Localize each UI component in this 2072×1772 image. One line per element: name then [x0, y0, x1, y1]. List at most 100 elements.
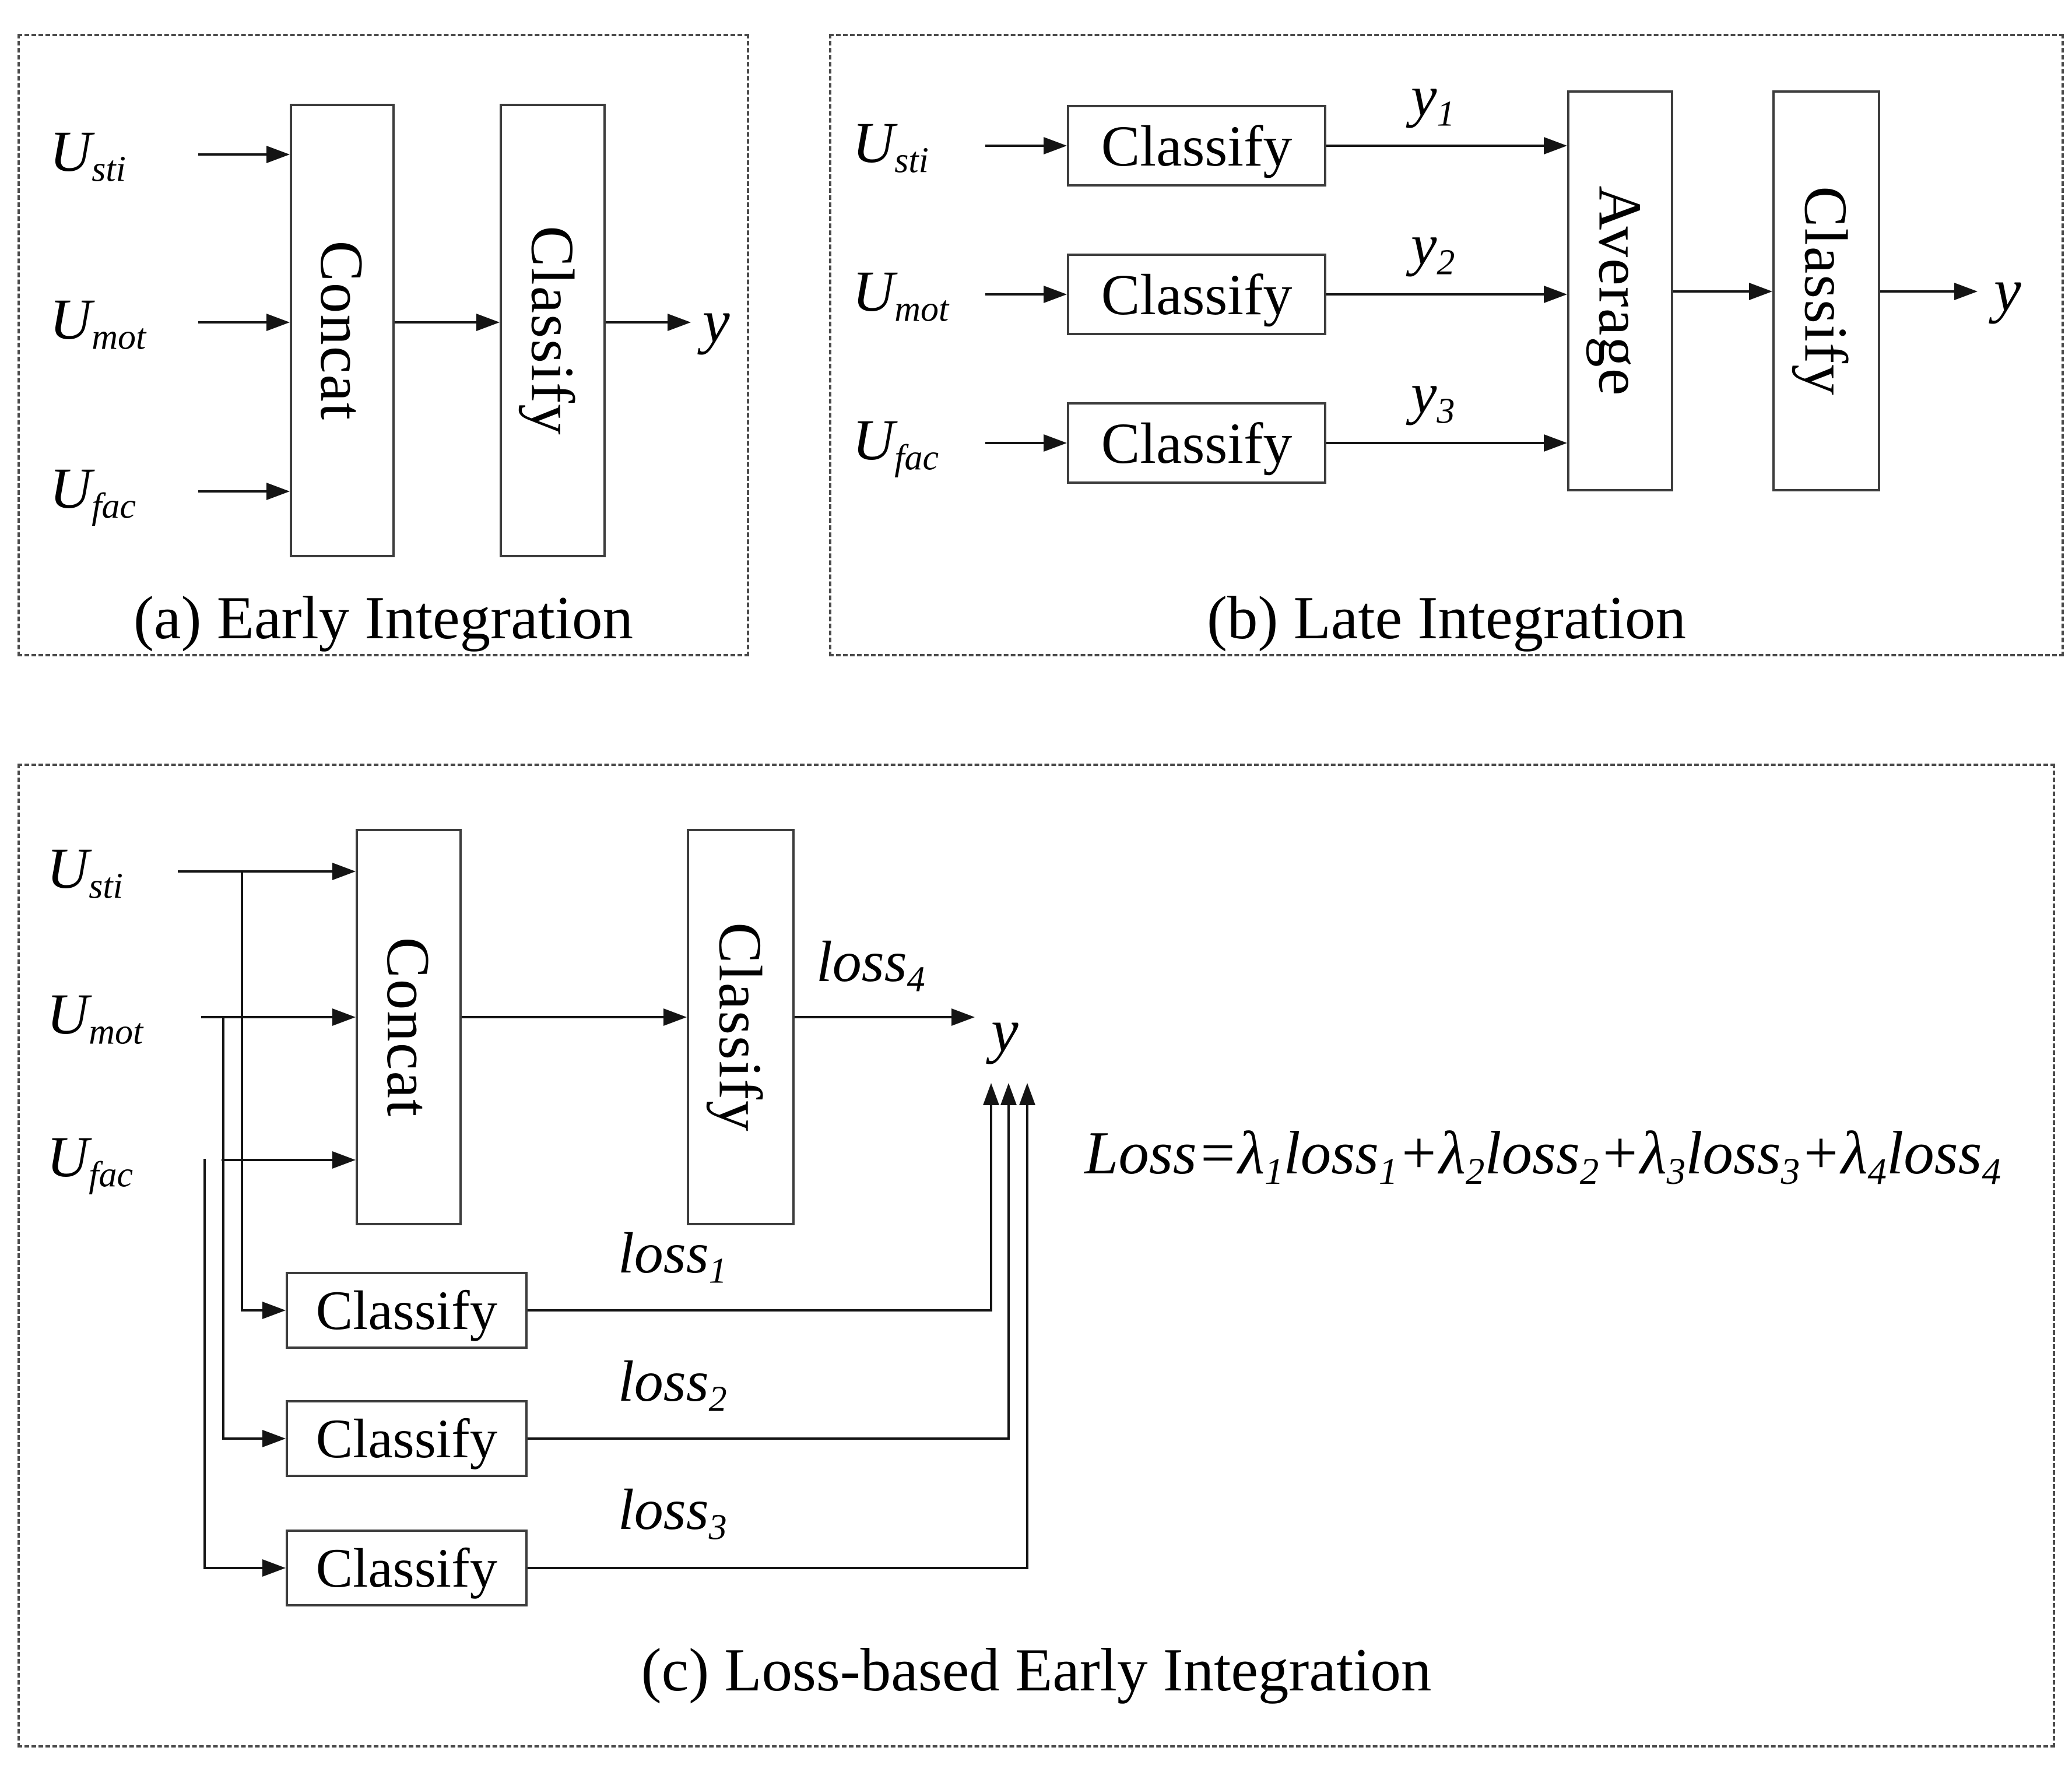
- panel-c-loss4-label: loss4: [816, 929, 925, 1000]
- panel-a: [17, 34, 749, 656]
- panel-c-branch-arrowhead-mot: [262, 1430, 286, 1447]
- panel-b: [829, 34, 2064, 656]
- panel-b-y3-line: [1326, 442, 1544, 444]
- panel-c-branch-classify-box-1: Classify: [286, 1272, 528, 1349]
- panel-a-input-label-usti: Usti: [50, 119, 126, 189]
- panel-a-concat-label: Concat: [308, 240, 377, 421]
- panel-b-input-label-umot: Umot: [852, 259, 949, 329]
- panel-c-concat-classify-line: [462, 1016, 663, 1018]
- panel-c-branch-classify-label-3: Classify: [315, 1537, 498, 1599]
- panel-a-input-label-ufac: Ufac: [50, 456, 136, 526]
- panel-c-branch-hline-mot: [222, 1437, 262, 1440]
- panel-c-branch-classify-box-3: Classify: [286, 1530, 528, 1606]
- panel-a-caption: (a) Early Integration: [133, 583, 634, 652]
- panel-c-loss4-line: [795, 1016, 951, 1018]
- panel-b-final-classify-label: Classify: [1792, 185, 1860, 396]
- panel-c-input-arrowhead-mot: [332, 1008, 356, 1026]
- panel-b-y1-label: y1: [1411, 64, 1455, 134]
- panel-b-output-label: y: [1994, 256, 2021, 324]
- panel-c-up-vline-loss1: [990, 1103, 992, 1312]
- panel-c-up-vline-loss3: [1026, 1103, 1028, 1569]
- panel-a-input-label-umot: Umot: [50, 290, 146, 357]
- panel-a-arrow-line-sti: [198, 153, 268, 156]
- panel-c-output-label: y: [991, 996, 1019, 1064]
- panel-c-branch-classify-box-2: Classify: [286, 1400, 528, 1477]
- panel-b-classify-label-2: Classify: [1101, 262, 1293, 327]
- panel-b-average-box: Average: [1567, 90, 1673, 491]
- panel-c-input-arrowhead-sti: [332, 863, 356, 880]
- panel-c-main-classify-label: Classify: [707, 922, 775, 1133]
- panel-c-up-arrowhead-loss1: [983, 1083, 999, 1105]
- panel-b-average-classify-arrowhead: [1749, 283, 1772, 300]
- panel-b-arrowhead-mot: [1044, 286, 1067, 303]
- panel-a-concat-classify-line: [395, 321, 476, 324]
- panel-c-branch-arrowhead-fac: [262, 1559, 286, 1577]
- panel-a-output-arrowhead: [668, 314, 691, 331]
- panel-c-concat-label: Concat: [374, 937, 443, 1117]
- panel-a-arrowhead-mot: [266, 314, 290, 331]
- panel-c: [17, 764, 2055, 1748]
- panel-b-arrow-line-mot: [985, 293, 1044, 296]
- panel-c-up-arrowhead-loss2: [1000, 1083, 1017, 1105]
- panel-b-classify-box-2: Classify: [1067, 254, 1326, 335]
- panel-c-input-line-sti: [178, 870, 332, 873]
- panel-c-input-label-umot: Umot: [47, 982, 143, 1052]
- panel-c-branch-hline-fac: [203, 1567, 262, 1569]
- panel-c-branch-classify-label-1: Classify: [315, 1279, 498, 1341]
- panel-b-arrowhead-sti: [1044, 137, 1067, 154]
- input-sub: mot: [92, 317, 146, 357]
- panel-c-input-line-fac: [222, 1159, 332, 1161]
- panel-b-classify-label-1: Classify: [1101, 113, 1293, 178]
- panel-c-caption: (c) Loss-based Early Integration: [641, 1636, 1432, 1704]
- panel-b-input-label-usti: Usti: [852, 110, 929, 181]
- panel-a-arrow-line-mot: [198, 321, 268, 324]
- panel-a-concat-box: Concat: [290, 104, 395, 557]
- panel-c-branch-classify-label-2: Classify: [315, 1408, 498, 1469]
- panel-c-input-line-mot: [201, 1016, 332, 1018]
- panel-c-loss3-line: [528, 1567, 1028, 1569]
- panel-a-arrow-line-fac: [198, 490, 268, 493]
- panel-b-y1-arrowhead: [1544, 137, 1567, 154]
- panel-c-loss2-label: loss2: [618, 1349, 727, 1419]
- panel-b-caption: (b) Late Integration: [1206, 583, 1687, 652]
- input-sub: sti: [92, 149, 126, 189]
- input-base: U: [50, 456, 92, 521]
- panel-b-y2-arrowhead: [1544, 286, 1567, 303]
- panel-b-average-label: Average: [1586, 185, 1655, 396]
- panel-c-input-label-usti: Usti: [47, 836, 123, 906]
- panel-b-y2-line: [1326, 293, 1544, 296]
- panel-c-loss1-label: loss1: [618, 1221, 727, 1291]
- panel-c-input-arrowhead-fac: [332, 1151, 356, 1169]
- formula-lhs: Loss: [1084, 1119, 1197, 1187]
- panel-c-loss4-arrowhead: [951, 1008, 975, 1026]
- panel-a-arrowhead-fac: [266, 483, 290, 500]
- panel-c-branch-vline-sti: [241, 870, 243, 1312]
- panel-b-arrowhead-fac: [1044, 434, 1067, 452]
- panel-a-output-label: y: [703, 287, 730, 355]
- panel-c-loss2-line: [528, 1437, 1010, 1440]
- panel-a-classify-label: Classify: [518, 225, 587, 436]
- panel-b-final-classify-box: Classify: [1772, 90, 1880, 491]
- panel-b-arrow-line-sti: [985, 145, 1044, 147]
- panel-b-input-label-ufac: Ufac: [852, 407, 939, 478]
- panel-c-loss1-line: [528, 1309, 992, 1312]
- panel-b-classify-box-1: Classify: [1067, 105, 1326, 187]
- panel-c-concat-classify-arrowhead: [663, 1008, 687, 1026]
- panel-c-branch-vline-fac: [203, 1159, 206, 1569]
- input-sub: fac: [92, 486, 136, 526]
- panel-a-concat-classify-arrowhead: [476, 314, 500, 331]
- input-base: U: [50, 119, 92, 184]
- loss-formula: Loss=λ1loss1+λ2loss2+λ3loss3+λ4loss4: [1084, 1119, 2001, 1193]
- panel-b-y3-label: y3: [1411, 361, 1455, 431]
- panel-b-output-line: [1880, 290, 1954, 293]
- panel-c-branch-hline-sti: [241, 1309, 262, 1312]
- formula-equals: =: [1196, 1119, 1238, 1187]
- panel-c-main-classify-box: Classify: [687, 829, 795, 1225]
- panel-c-input-label-ufac: Ufac: [47, 1124, 133, 1195]
- panel-c-branch-vline-mot: [222, 1016, 224, 1440]
- panel-b-average-classify-line: [1673, 290, 1749, 293]
- panel-c-up-arrowhead-loss3: [1019, 1083, 1035, 1105]
- panel-b-classify-box-3: Classify: [1067, 402, 1326, 484]
- panel-c-branch-arrowhead-sti: [262, 1302, 286, 1319]
